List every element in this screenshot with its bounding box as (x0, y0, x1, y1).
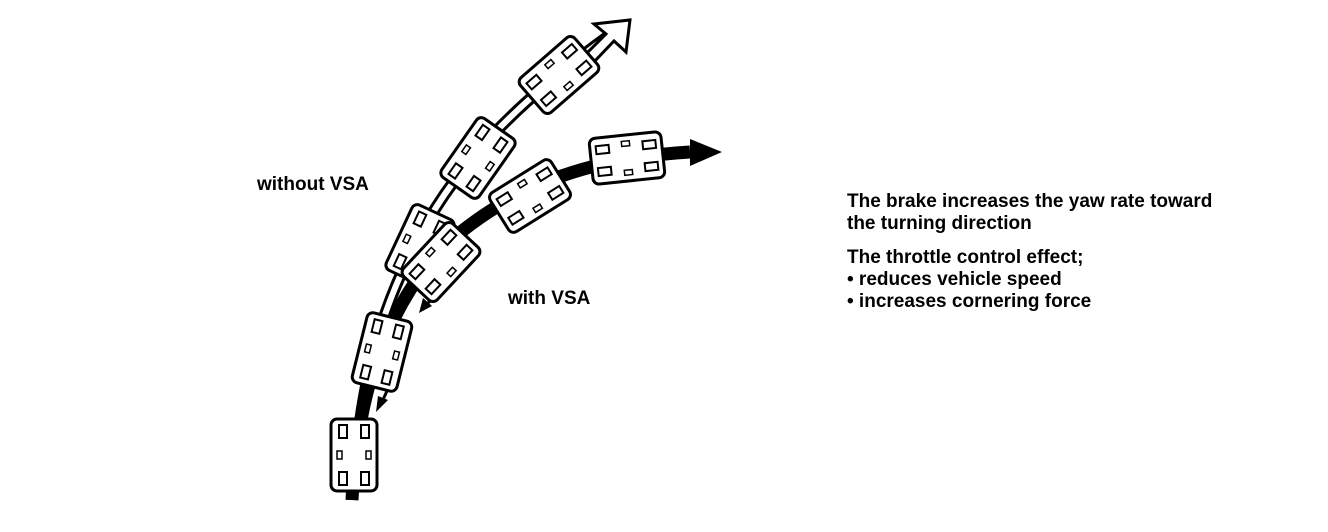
brake-description-line-1: The brake increases the yaw rate toward (847, 191, 1213, 212)
throttle-effect-speed: • reduces vehicle speed (847, 269, 1062, 290)
vsa-description: The brake increases the yaw rate toward … (847, 191, 1212, 313)
brake-arrow-upper-head (419, 298, 432, 313)
throttle-effect-cornering: • increases cornering force (847, 291, 1092, 312)
brake-arrow-lower-head (376, 396, 388, 412)
brake-description-line-2: the turning direction (847, 213, 1032, 234)
label-without-vsa: without VSA (257, 174, 369, 195)
label-with-vsa: with VSA (508, 288, 591, 309)
car-start (329, 417, 379, 493)
arrow-with-vsa (690, 139, 722, 166)
car-without-vsa-1 (349, 310, 415, 394)
throttle-title: The throttle control effect; (847, 247, 1084, 268)
car-with-vsa-3 (587, 129, 667, 187)
